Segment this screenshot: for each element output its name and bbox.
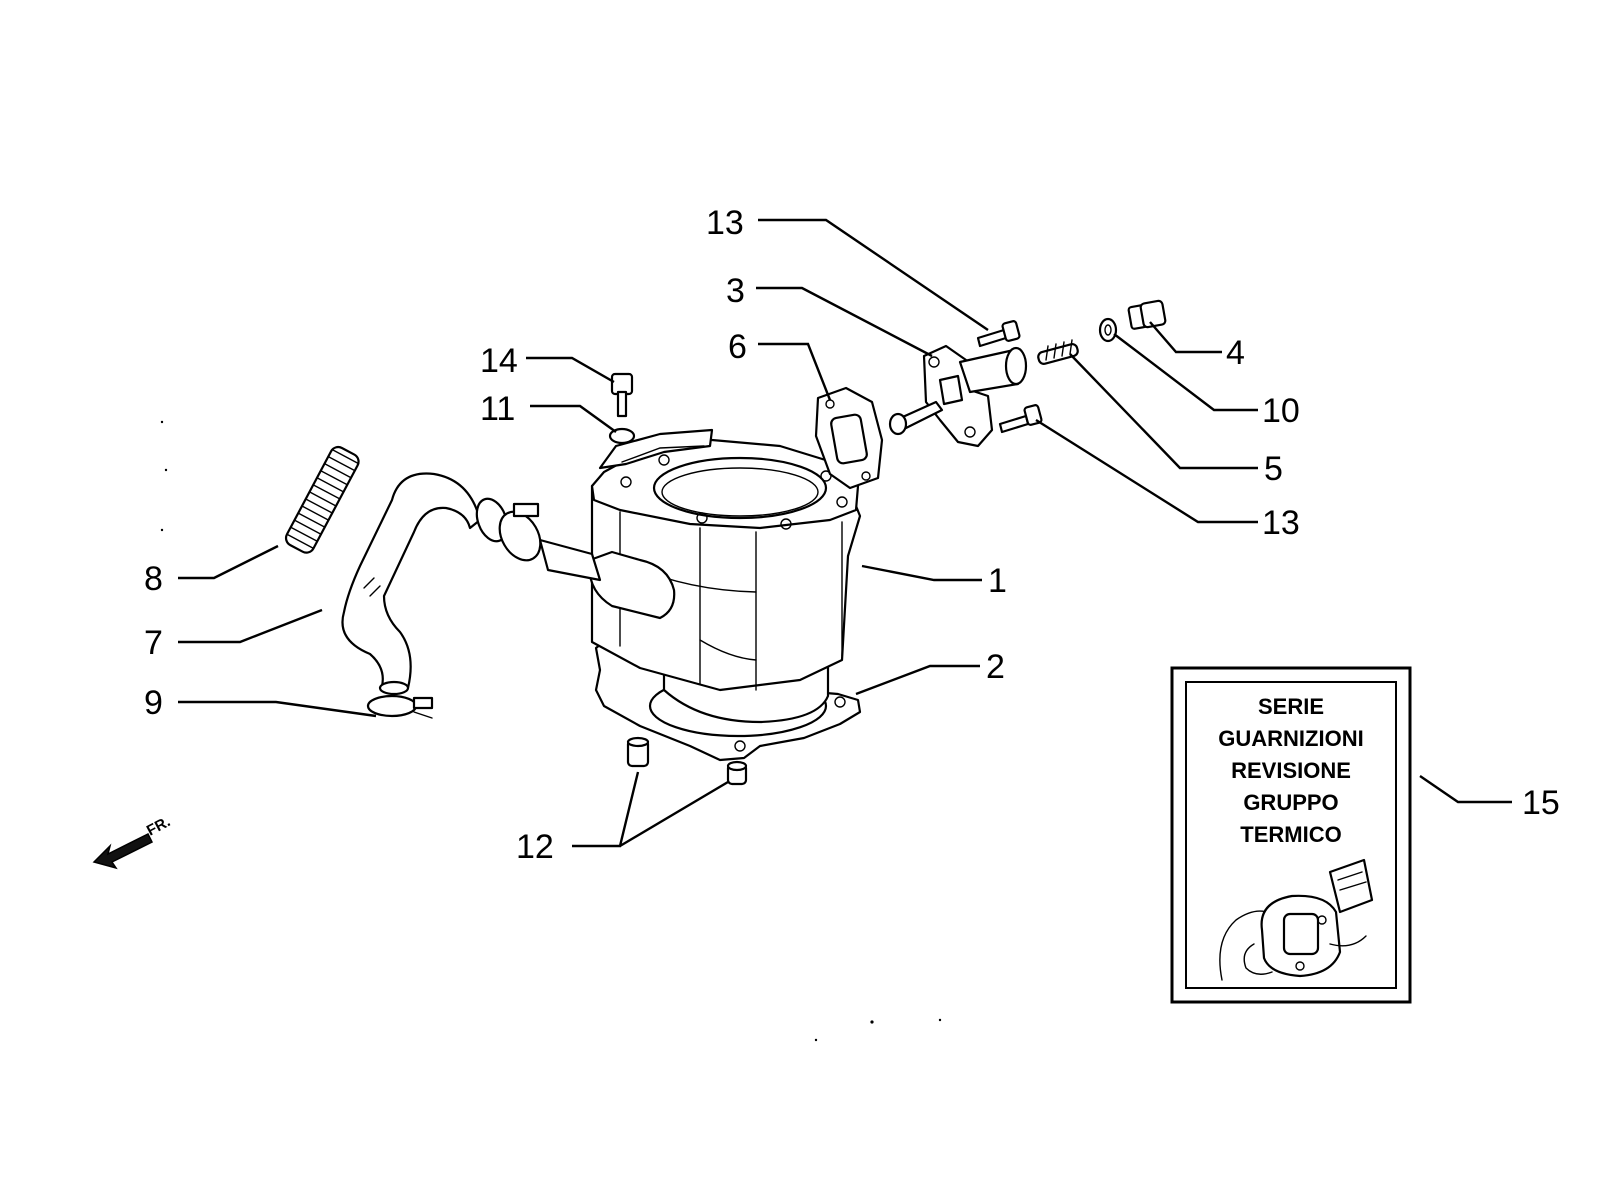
scan-specks — [160, 420, 942, 1042]
kit-line-4: GRUPPO — [1243, 790, 1338, 815]
part-dowel-right — [726, 760, 748, 786]
callout-3: 3 — [726, 272, 745, 310]
kit-line-1: SERIE — [1258, 694, 1324, 719]
part-cylinder — [538, 428, 862, 762]
part-washer-11 — [608, 427, 636, 445]
callout-9: 9 — [144, 684, 163, 722]
callout-1: 1 — [988, 562, 1007, 600]
part-chain-tensioner — [888, 344, 1028, 448]
part-plug-4 — [1127, 299, 1167, 330]
callout-6: 6 — [728, 328, 747, 366]
part-hose-clamp-upper — [498, 502, 542, 562]
kit-line-3: REVISIONE — [1231, 758, 1351, 783]
part-bolt-14 — [610, 372, 634, 418]
part-tensioner-gasket — [814, 386, 884, 490]
part-bolt-13-upper — [976, 320, 1021, 348]
callout-13-top: 13 — [706, 204, 744, 242]
front-direction-arrow-icon: FR. — [92, 813, 173, 870]
kit-line-2: GUARNIZIONI — [1218, 726, 1363, 751]
leader-lines — [178, 218, 1512, 848]
callout-13-bottom: 13 — [1262, 504, 1300, 542]
part-washer-10 — [1098, 317, 1118, 343]
gasket-kit-illustration — [1219, 858, 1374, 981]
callout-7: 7 — [144, 624, 163, 662]
callout-11: 11 — [480, 390, 515, 428]
gasket-kit-box: SERIE GUARNIZIONI REVISIONE GRUPPO TERMI… — [1170, 666, 1412, 1004]
part-hose-clamp-lower — [366, 694, 434, 719]
callout-2: 2 — [986, 648, 1005, 686]
part-spring-5 — [1037, 339, 1079, 365]
callout-12: 12 — [516, 828, 554, 866]
kit-line-5: TERMICO — [1240, 822, 1341, 847]
callout-5: 5 — [1264, 450, 1283, 488]
part-dowel-left — [626, 736, 650, 768]
callout-8: 8 — [144, 560, 163, 598]
part-spring-sleeve — [284, 445, 360, 554]
callout-4: 4 — [1226, 334, 1245, 372]
callout-15: 15 — [1522, 784, 1560, 822]
cylinder-bore — [652, 456, 828, 520]
callout-10: 10 — [1262, 392, 1300, 430]
part-bolt-13-lower — [998, 404, 1043, 434]
callout-labels: 13 3 6 14 11 4 10 5 13 1 2 8 7 9 12 15 — [144, 204, 1560, 866]
part-coolant-hose — [341, 472, 509, 696]
callout-14: 14 — [480, 342, 518, 380]
